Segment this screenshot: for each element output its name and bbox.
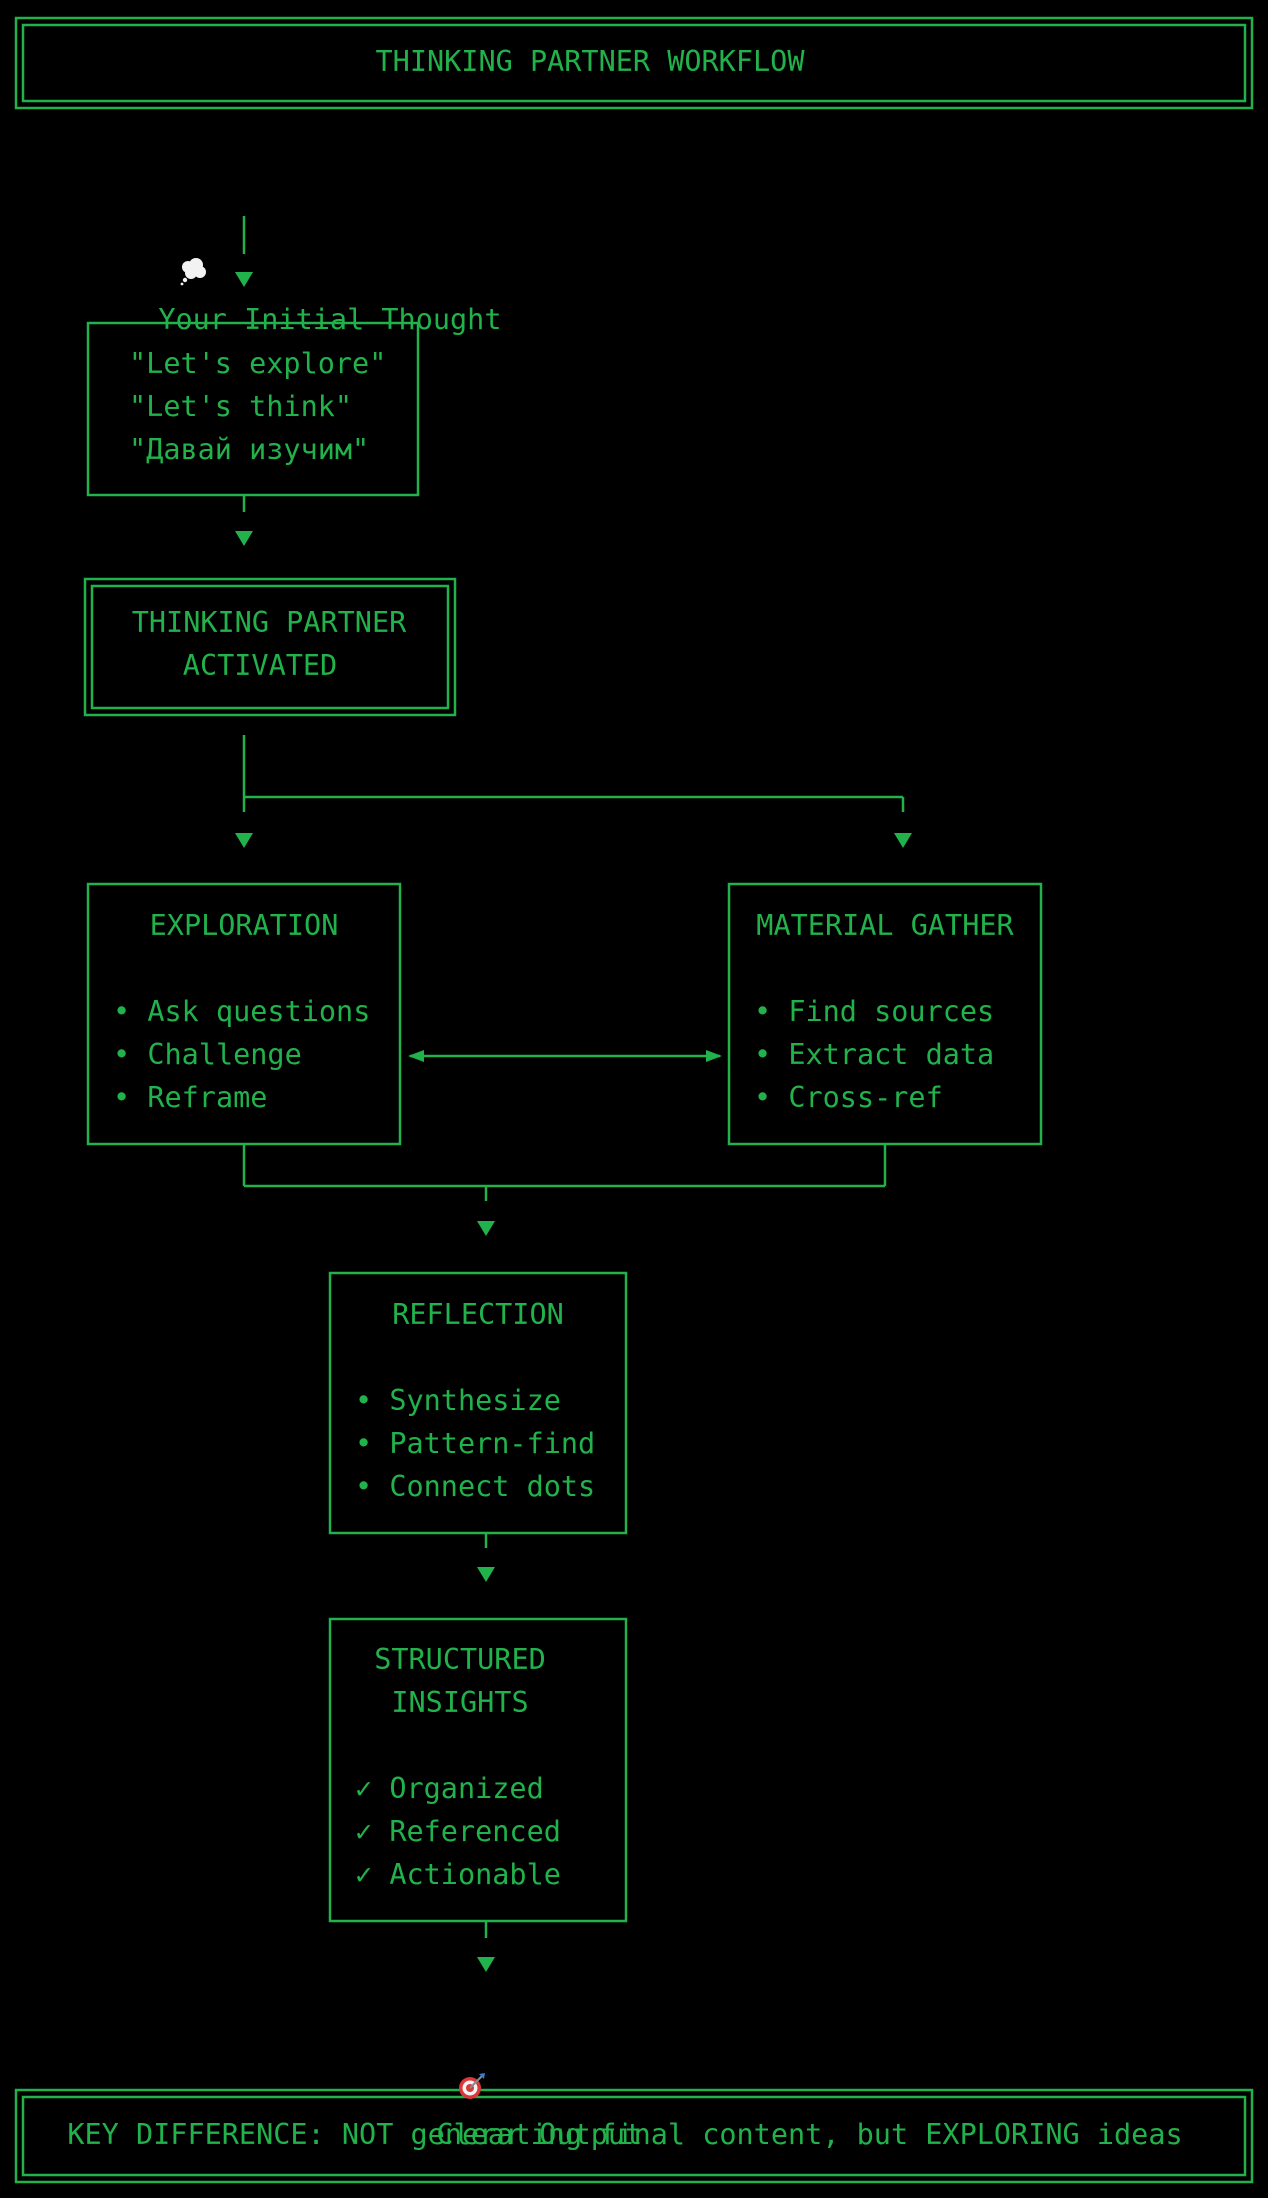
arrow-down-icon [894,833,912,848]
arrow-down-icon [235,531,253,546]
footer-note: KEY DIFFERENCE: NOT generating final con… [67,2118,1183,2151]
footer-frame [14,2088,1254,2184]
target-icon [388,2027,485,2156]
start-node: Your Initial Thought [76,169,502,341]
material-item: • Find sources [754,995,995,1028]
triggers-box [86,321,420,497]
insights-item: ✓ Actionable [355,1858,561,1891]
header-frame [14,16,1254,110]
material-title: MATERIAL GATHER [756,909,1014,942]
header-title: THINKING PARTNER WORKFLOW [375,45,805,78]
arrow-down-icon [477,1567,495,1582]
thought-bubble-icon [110,212,206,341]
connector-merge [242,1144,887,1201]
exploration-item: • Challenge [113,1038,302,1071]
trigger-phrase: "Let's explore" [129,347,387,380]
activated-label: ACTIVATED [182,649,338,682]
arrow-down-icon [477,1957,495,1972]
connector-split [242,735,905,812]
exploration-item: • Reframe [113,1081,268,1114]
start-label: Your Initial Thought [158,303,502,336]
trigger-phrase: "Let's think" [129,390,353,423]
arrow-down-icon [235,833,253,848]
arrow-down-icon [235,272,253,287]
exploration-title: EXPLORATION [149,909,339,942]
insights-item: ✓ Organized [355,1772,544,1805]
insights-box [328,1617,628,1923]
insights-title: INSIGHTS [391,1686,529,1719]
reflection-box [328,1271,628,1535]
reflection-item: • Pattern-find [355,1427,596,1460]
arrow-right-icon [706,1050,722,1062]
output-label: Clear Output [436,2118,643,2151]
arrow-left-icon [408,1050,424,1062]
reflection-item: • Synthesize [355,1384,561,1417]
material-item: • Extract data [754,1038,995,1071]
insights-item: ✓ Referenced [355,1815,561,1848]
arrow-down-icon [477,1221,495,1236]
material-item: • Cross-ref [754,1081,943,1114]
insights-title: STRUCTURED [374,1643,546,1676]
reflection-item: • Connect dots [355,1470,596,1503]
activated-box [83,577,457,717]
exploration-item: • Ask questions [113,995,371,1028]
output-node: Clear Output [354,1984,642,2156]
trigger-phrase: "Давай изучим" [129,433,370,466]
reflection-title: REFLECTION [392,1298,564,1331]
activated-label: THINKING PARTNER [131,606,407,639]
